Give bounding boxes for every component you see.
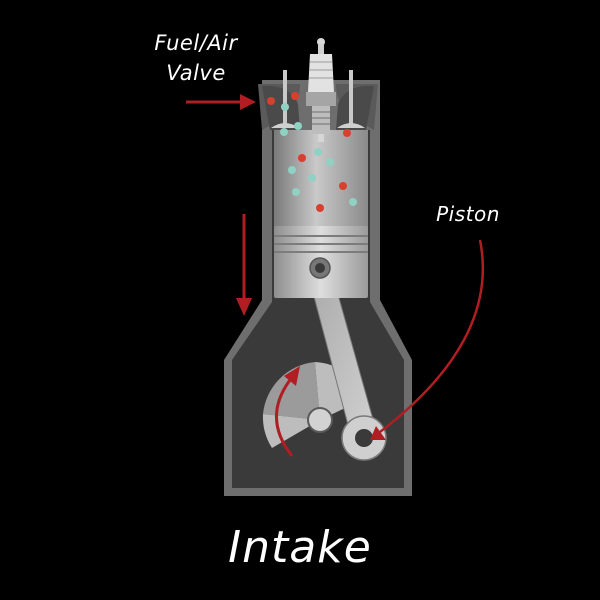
fuel-particle — [339, 182, 347, 190]
stroke-title: Intake — [228, 522, 372, 573]
fuel-particle — [267, 97, 275, 105]
fuel-particle — [343, 129, 351, 137]
cylinder-head — [258, 84, 378, 130]
air-particle — [280, 128, 288, 136]
air-particle — [326, 158, 334, 166]
fuel-particle — [298, 154, 306, 162]
piston-icon — [274, 226, 368, 298]
combustion-chamber — [274, 130, 368, 234]
valve-label-line1: Fuel/Air — [154, 31, 238, 55]
air-particle — [292, 188, 300, 196]
fuel-air-valve-label: Fuel/Air Valve — [132, 28, 260, 88]
fuel-air-mixture — [267, 92, 357, 212]
air-particle — [349, 198, 357, 206]
crank-rotation-arrow — [275, 366, 300, 457]
spark-plug-icon — [306, 38, 336, 142]
fuel-particle — [316, 204, 324, 212]
exhaust-valve — [337, 70, 365, 128]
air-particle — [294, 122, 302, 130]
intake-valve — [271, 70, 299, 128]
air-particle — [314, 148, 322, 156]
piston-pointer-arrow — [370, 239, 485, 440]
piston-label: Piston — [436, 202, 500, 226]
air-particle — [308, 174, 316, 182]
valve-pointer-arrow — [186, 94, 256, 110]
fuel-particle — [291, 92, 299, 100]
piston-down-arrow — [236, 214, 252, 316]
valve-label-line2: Valve — [166, 61, 226, 85]
air-particle — [288, 166, 296, 174]
air-particle — [281, 103, 289, 111]
